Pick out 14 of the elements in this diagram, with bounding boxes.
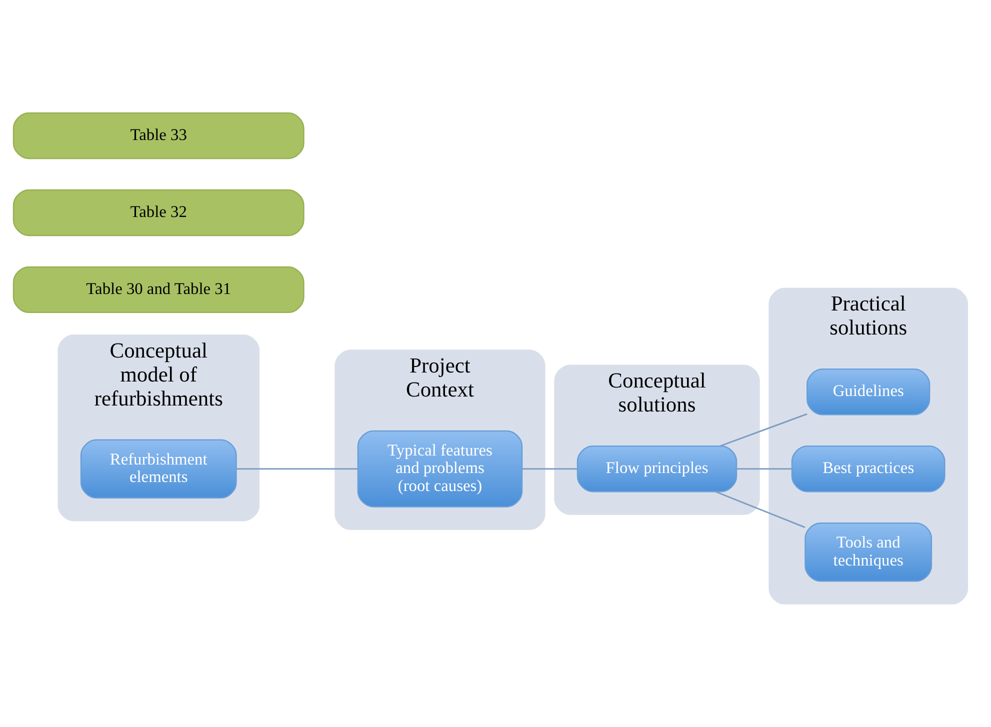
node-box: Guidelines — [806, 368, 930, 416]
connector — [522, 468, 578, 470]
node-box: Table 33 — [12, 112, 304, 160]
node-box: Refurbishment elements — [80, 439, 237, 498]
node-box: Tools and techniques — [804, 522, 932, 582]
connector — [736, 468, 792, 470]
node-box: Table 32 — [12, 189, 304, 236]
node-box: Flow principles — [576, 446, 738, 492]
connector — [720, 413, 808, 447]
node-box: Typical features and problems (root causes) — [357, 430, 523, 508]
connector — [715, 490, 806, 528]
node-box: Table 30 and Table 31 — [12, 266, 304, 314]
node-box: Best practices — [791, 446, 946, 492]
connector — [236, 468, 358, 470]
